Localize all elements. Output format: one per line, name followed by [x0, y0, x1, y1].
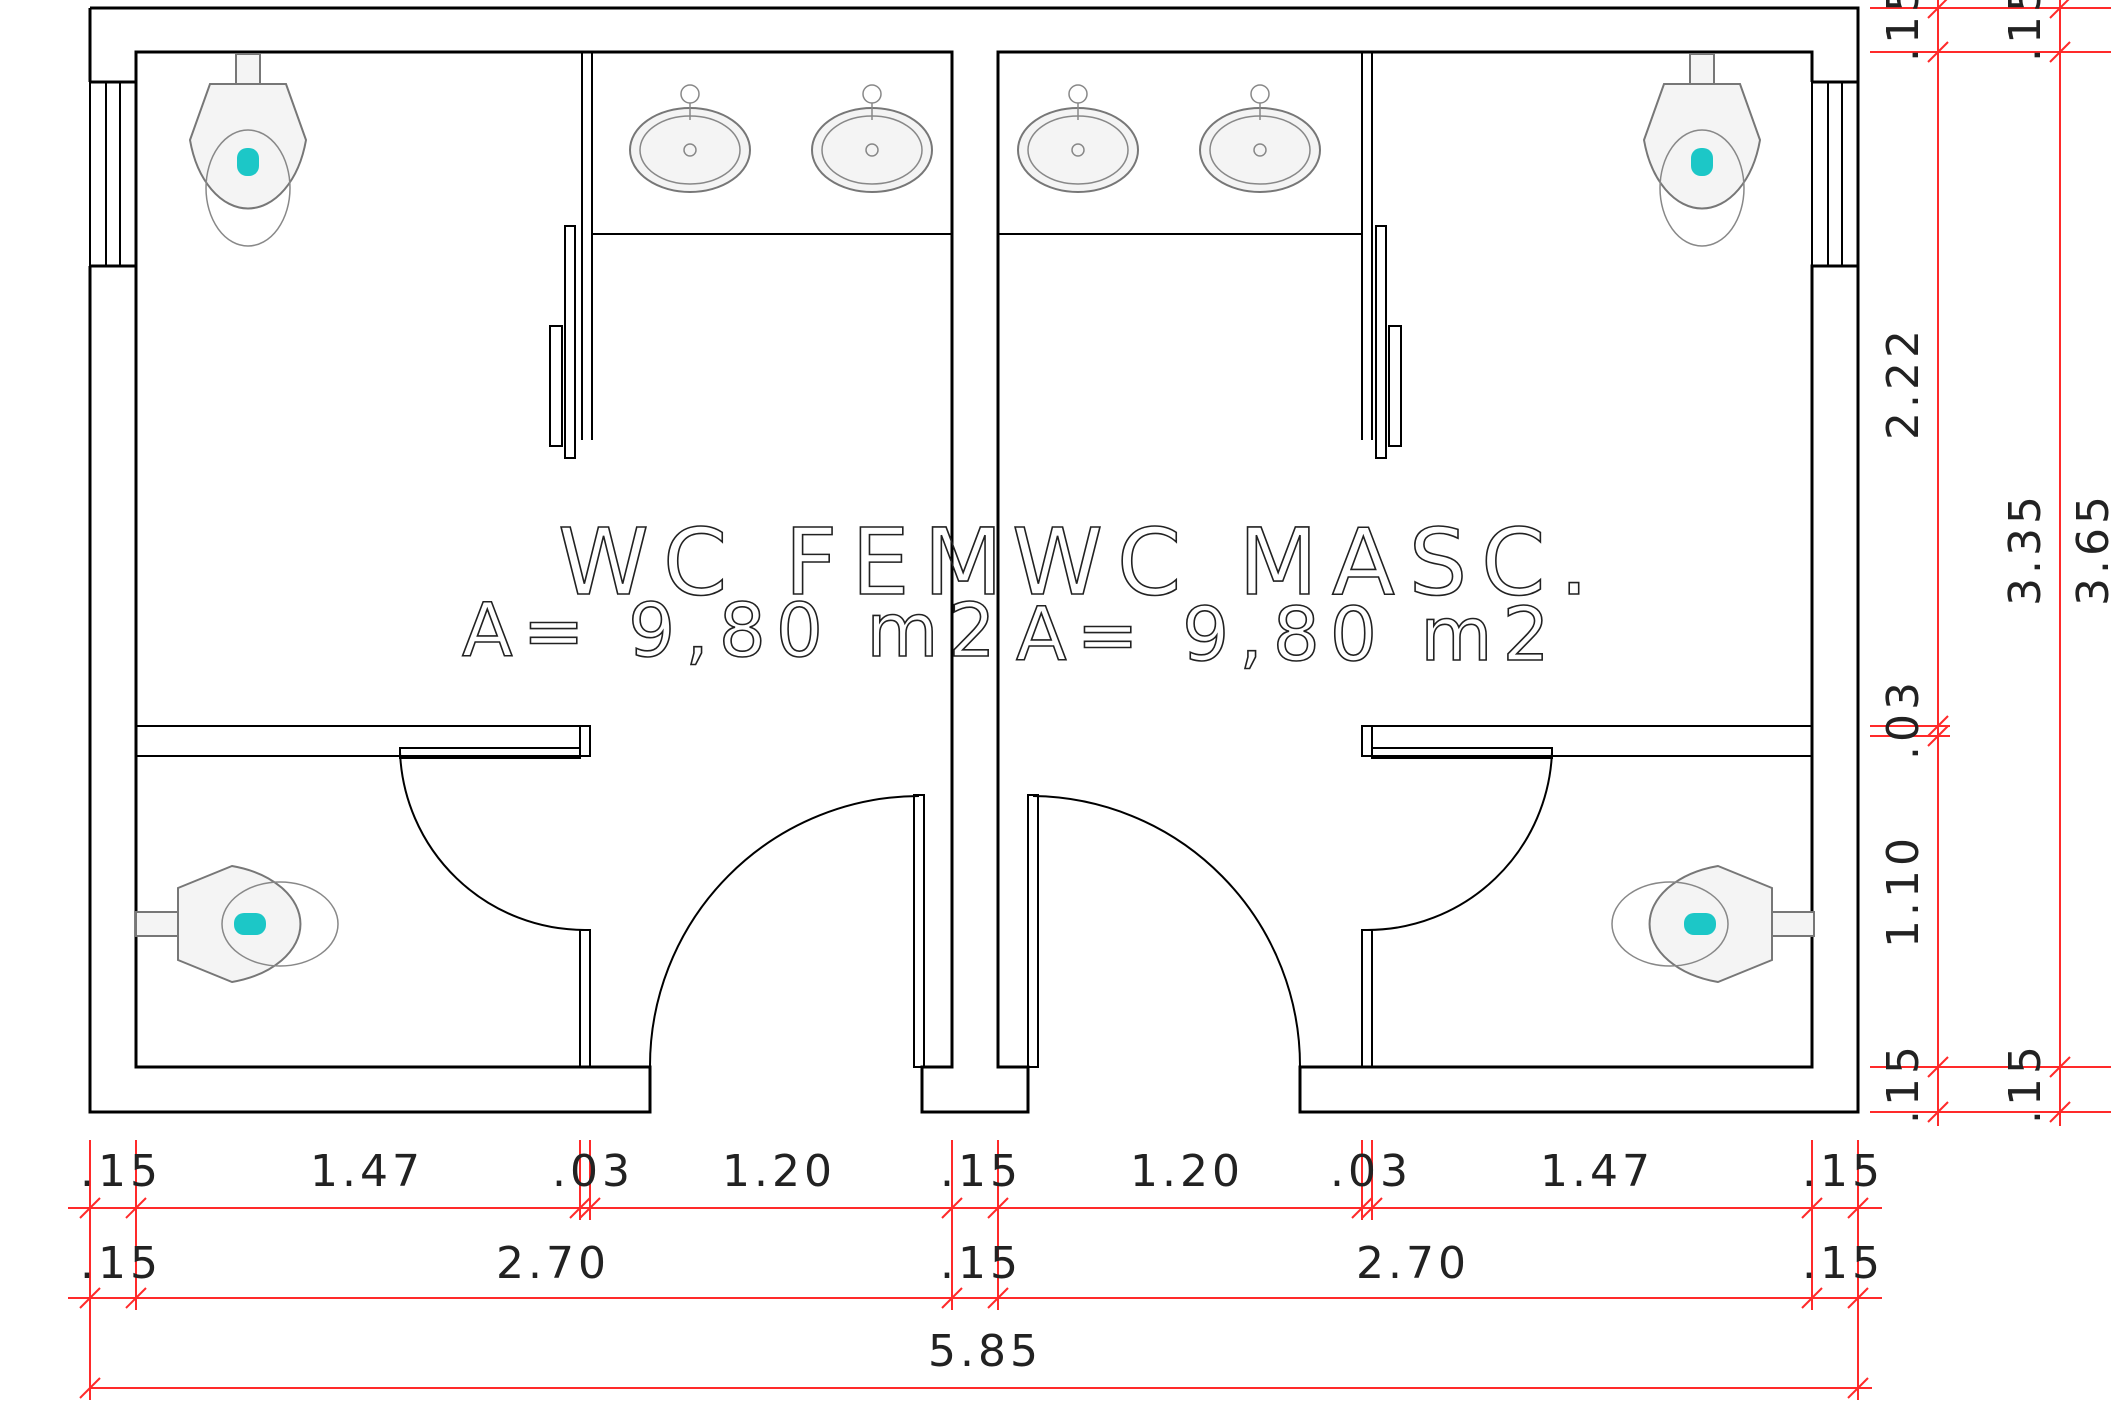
sink-icon — [1017, 84, 1139, 193]
dim-label-total: 5.85 — [928, 1326, 1042, 1377]
dimensions-right: .15 2.22 .03 1.10 .15 .15 3.35 .15 3.65 — [1870, 0, 2111, 1126]
door-swings — [399, 751, 1553, 1068]
dim-label: .15 — [940, 1146, 1022, 1197]
room-name-masc: WC MASC. — [1012, 509, 1603, 616]
dim-label: .03 — [1330, 1146, 1412, 1197]
sinks — [629, 84, 1321, 193]
room-area-masc: A= 9,80 m2 — [1016, 592, 1560, 678]
dim-label: .03 — [552, 1146, 634, 1197]
window-right — [1811, 81, 1859, 267]
dim-label: .03 — [1878, 678, 1929, 760]
dim-label: .15 — [80, 1238, 162, 1289]
door-swing-icon — [399, 751, 586, 931]
dim-label: .15 — [1802, 1146, 1884, 1197]
room-name-fem: WC FEM — [558, 509, 1017, 616]
dim-label: 1.20 — [1130, 1146, 1244, 1197]
room-labels: WC FEM A= 9,80 m2 WC MASC. A= 9,80 m2 — [461, 508, 1603, 679]
sink-icon — [1199, 84, 1321, 193]
door-swing-icon — [1032, 795, 1302, 1068]
dim-label: 1.47 — [1540, 1146, 1654, 1197]
walls — [88, 6, 1860, 1114]
toilet-icon — [1611, 864, 1815, 984]
toilet-icon — [1642, 53, 1762, 247]
dim-label: .15 — [80, 1146, 162, 1197]
window-left — [89, 81, 137, 267]
dim-label: .15 — [940, 1238, 1022, 1289]
dim-label: .15 — [1878, 1042, 1929, 1124]
dim-label: 2.70 — [1356, 1238, 1470, 1289]
door-swing-icon — [1366, 751, 1553, 931]
toilet-icon — [188, 53, 308, 247]
dimensions-bottom: .15 1.47 .03 1.20 .15 1.20 .03 1.47 .15 … — [68, 1140, 1884, 1400]
dim-label: 1.47 — [310, 1146, 424, 1197]
dim-label: .15 — [2000, 1042, 2051, 1124]
room-area-fem: A= 9,80 m2 — [462, 588, 1006, 674]
dim-label-total: 3.65 — [2068, 492, 2111, 606]
dim-label: .15 — [1802, 1238, 1884, 1289]
dim-label: .15 — [1878, 0, 1929, 62]
dim-label: 1.10 — [1878, 834, 1929, 948]
dim-label: .15 — [2000, 0, 2051, 62]
dim-label: 3.35 — [2000, 492, 2051, 606]
dim-label: 1.20 — [722, 1146, 836, 1197]
toilets — [135, 53, 1815, 984]
toilet-icon — [135, 864, 339, 984]
dim-label: 2.22 — [1878, 326, 1929, 440]
dim-label: 2.70 — [496, 1238, 610, 1289]
sink-icon — [629, 84, 751, 193]
sink-icon — [811, 84, 933, 193]
door-swing-icon — [648, 795, 920, 1068]
